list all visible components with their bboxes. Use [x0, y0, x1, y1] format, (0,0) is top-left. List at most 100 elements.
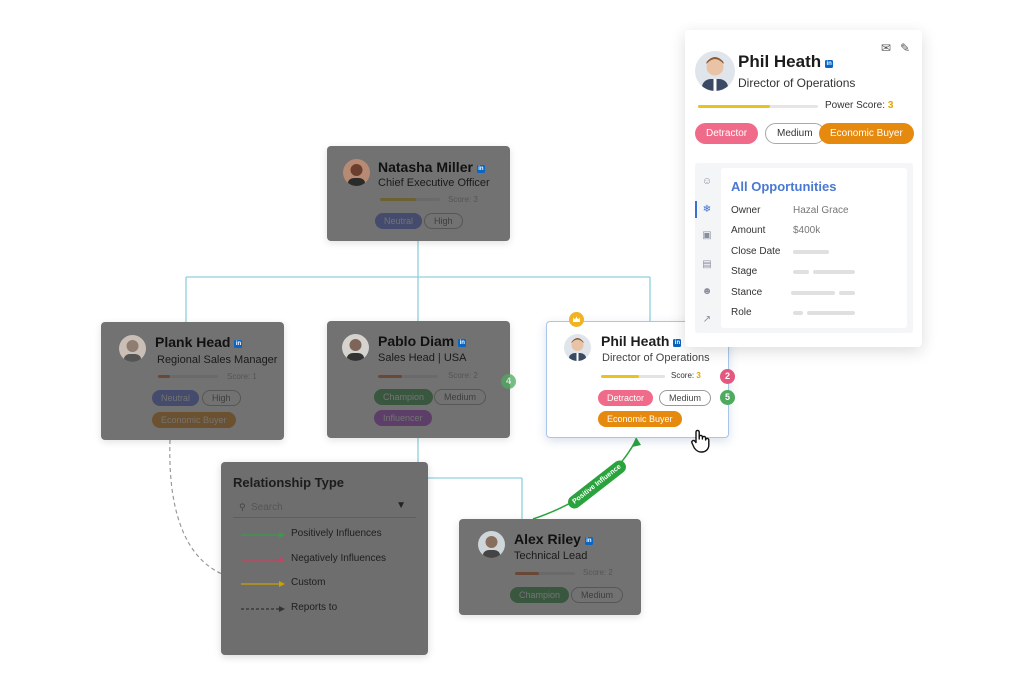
placeholder-bar — [793, 311, 803, 315]
field-stance: Stance — [731, 287, 901, 301]
person-title: Regional Sales Manager — [157, 354, 278, 366]
role-tag: Influencer — [374, 410, 432, 426]
dropdown-caret-icon[interactable]: ▼ — [396, 500, 406, 511]
linkedin-icon[interactable]: in — [234, 340, 243, 348]
influence-tag: High — [202, 390, 241, 406]
placeholder-bar — [839, 291, 855, 295]
relationship-count-badge[interactable]: 2 — [720, 369, 735, 384]
notes-icon[interactable]: ▤ — [702, 259, 712, 270]
org-chart-icon[interactable]: ❄ — [702, 204, 712, 215]
score-fill — [158, 375, 170, 378]
active-indicator — [695, 201, 697, 218]
power-score-bar — [698, 105, 818, 108]
placeholder-bar — [793, 270, 809, 274]
linkedin-icon[interactable]: in — [458, 339, 467, 347]
field-role: Role — [731, 307, 901, 321]
linkedin-icon[interactable]: in — [476, 165, 485, 173]
person-title: Sales Head | USA — [378, 352, 467, 364]
score-label: Score: 3 — [448, 195, 478, 204]
relationship-type-panel: Relationship Type ⚲ Search ▼ Positively … — [221, 462, 428, 655]
score-fill — [380, 198, 416, 201]
score-bar — [601, 375, 665, 378]
score-label: Score: 2 — [448, 371, 478, 380]
placeholder-bar — [793, 250, 829, 254]
stance-tag: Neutral — [152, 390, 200, 406]
opportunities-title[interactable]: All Opportunities — [731, 179, 837, 194]
relationship-count-badge[interactable]: 5 — [720, 390, 735, 405]
role-tag: Economic Buyer — [819, 123, 914, 144]
field-value: $400k — [793, 225, 821, 236]
score-bar — [515, 572, 575, 575]
avatar — [695, 51, 735, 91]
relationship-option-positive[interactable]: Positively Influences — [241, 528, 421, 542]
relationship-option-label: Custom — [291, 577, 326, 588]
field-key: Role — [731, 307, 752, 318]
score-fill — [515, 572, 539, 575]
score-fill — [601, 375, 640, 378]
field-key: Owner — [731, 205, 761, 216]
placeholder-bar — [813, 270, 855, 274]
linkedin-icon[interactable]: in — [673, 339, 682, 347]
linkedin-icon[interactable]: in — [825, 60, 834, 68]
solid-arrow-icon — [241, 557, 285, 563]
stance-tag: Neutral — [375, 213, 423, 229]
avatar — [478, 531, 505, 558]
calendar-icon[interactable]: ▣ — [702, 230, 712, 241]
field-close-date: Close Date — [731, 246, 901, 260]
detail-sidebar: ☺ ❄ ▣ ▤ ☻ ↗ — [695, 163, 721, 333]
avatar — [342, 334, 369, 361]
field-owner: Owner Hazal Grace — [731, 205, 901, 219]
score-bar — [158, 375, 218, 378]
mail-icon[interactable]: ✉ — [880, 41, 891, 55]
relationship-option-reports-to[interactable]: Reports to — [241, 602, 421, 616]
power-score-fill — [698, 105, 770, 108]
relationship-option-label: Reports to — [291, 602, 338, 613]
linkedin-icon[interactable]: in — [584, 537, 593, 545]
field-key: Close Date — [731, 246, 781, 257]
power-score-label: Power Score: 3 — [825, 100, 894, 111]
influence-tag: Medium — [434, 389, 487, 405]
person-title: Chief Executive Officer — [378, 177, 490, 189]
person-title: Director of Operations — [602, 352, 710, 364]
avatar — [343, 159, 370, 186]
score-label: Score: 1 — [227, 372, 257, 381]
contacts-icon[interactable]: ☻ — [701, 286, 713, 297]
opportunities-card: All Opportunities Owner Hazal Grace Amou… — [721, 168, 907, 328]
person-title: Technical Lead — [514, 550, 588, 562]
solid-arrow-icon — [241, 532, 285, 538]
detail-actions: ✉✎ — [872, 39, 910, 57]
field-key: Stage — [731, 266, 758, 277]
influence-tag: Medium — [765, 123, 825, 144]
field-key: Stance — [731, 287, 763, 298]
panel-title: Relationship Type — [233, 475, 344, 490]
placeholder-bar — [807, 311, 855, 315]
role-tag: Economic Buyer — [152, 412, 236, 428]
relationship-search-select[interactable]: ⚲ Search ▼ — [233, 498, 416, 518]
score-bar — [378, 375, 438, 378]
relationship-count-badge[interactable]: 4 — [501, 374, 516, 389]
relationship-option-custom[interactable]: Custom — [241, 577, 421, 591]
person-icon[interactable]: ☺ — [701, 176, 713, 187]
avatar — [119, 335, 146, 362]
score-label: Score: 3 — [671, 371, 701, 380]
hand-pointer-icon — [691, 429, 710, 453]
stance-tag: Champion — [510, 587, 570, 603]
analytics-icon[interactable]: ↗ — [702, 314, 712, 325]
crown-icon — [569, 312, 584, 327]
field-stage: Stage — [731, 266, 901, 280]
placeholder-bar — [791, 291, 835, 295]
influence-tag: Medium — [659, 390, 712, 406]
influence-tag: Medium — [571, 587, 624, 603]
field-key: Amount — [731, 225, 766, 236]
edit-pencil-icon[interactable]: ✎ — [899, 41, 910, 55]
relationship-option-negative[interactable]: Negatively Influences — [241, 553, 421, 567]
relationship-option-label: Negatively Influences — [291, 553, 387, 564]
